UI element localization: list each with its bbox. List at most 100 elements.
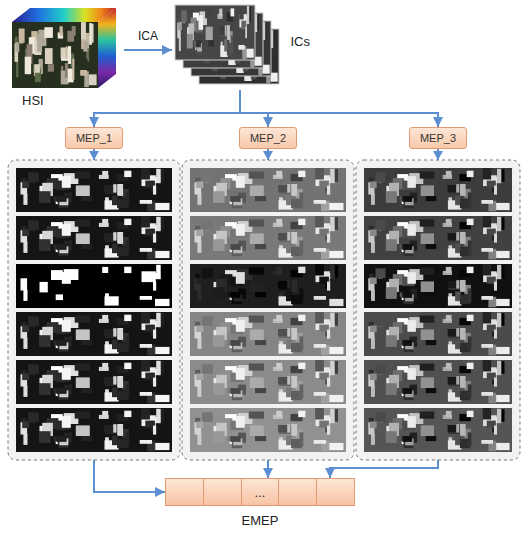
image-feature — [196, 182, 203, 189]
image-feature — [255, 244, 266, 249]
image-feature — [245, 27, 247, 38]
image-feature — [236, 320, 245, 332]
image-ground — [364, 168, 512, 212]
image-feature — [426, 244, 437, 249]
panel-arrowheads — [89, 151, 443, 160]
image-feature — [497, 217, 501, 231]
image-ground — [16, 264, 172, 308]
image-feature — [56, 436, 66, 442]
image-feature — [407, 176, 416, 188]
image-feature — [448, 329, 462, 336]
image-feature — [230, 340, 240, 346]
image-feature — [230, 292, 240, 298]
image-feature — [278, 185, 293, 192]
image-feature — [456, 424, 459, 432]
cube-top — [12, 8, 116, 22]
vector-cell — [316, 479, 354, 505]
image-feature — [153, 282, 156, 291]
image-feature — [156, 361, 161, 375]
image-feature — [483, 168, 491, 179]
image-feature — [213, 335, 225, 347]
image-feature — [153, 426, 156, 435]
vector-cell — [166, 479, 203, 505]
box-label: MEP_3 — [420, 132, 456, 144]
image-feature — [39, 383, 51, 395]
image-feature — [28, 172, 39, 182]
box-label: MEP_1 — [76, 132, 112, 144]
image-feature — [327, 330, 330, 339]
image-ground — [175, 5, 255, 60]
image-feature — [456, 232, 459, 240]
image-feature — [402, 436, 412, 442]
image-feature — [483, 216, 491, 227]
image-feature — [202, 316, 213, 326]
image-feature — [460, 280, 466, 292]
image-ground — [364, 216, 512, 260]
image-feature — [481, 392, 493, 396]
image-feature — [230, 388, 240, 394]
image-feature — [314, 440, 326, 444]
image-feature — [494, 282, 497, 291]
image-feature — [497, 361, 501, 375]
image-feature — [102, 219, 108, 225]
image-feature — [104, 377, 119, 384]
image-feature — [117, 376, 123, 388]
connector-arrow — [94, 149, 165, 492]
image-feature — [460, 376, 466, 388]
image-feature — [446, 267, 452, 273]
image-feature — [104, 185, 119, 192]
image-feature — [153, 186, 156, 195]
image-feature — [496, 299, 510, 306]
image-feature — [155, 299, 170, 306]
image-feature — [155, 395, 170, 402]
image-feature — [287, 328, 290, 336]
image-feature — [22, 182, 29, 189]
image-feature — [246, 49, 253, 58]
image-feature — [81, 340, 92, 345]
image-feature — [197, 290, 201, 301]
image-feature — [315, 216, 324, 227]
image-feature — [494, 330, 497, 339]
image-feature — [298, 267, 305, 273]
connector-arrow — [124, 49, 172, 51]
image-feature — [140, 344, 152, 348]
image-feature — [315, 168, 324, 179]
image-feature — [72, 26, 76, 36]
image-feature — [255, 388, 266, 393]
image-feature — [124, 315, 131, 321]
image-frame — [175, 5, 255, 60]
image-feature — [426, 436, 437, 441]
image-feature — [72, 59, 74, 80]
image-feature — [142, 271, 156, 282]
image-feature — [376, 172, 386, 182]
image-ground — [364, 264, 512, 308]
image-feature — [276, 411, 282, 417]
image-feature — [402, 196, 412, 202]
image-feature — [213, 383, 225, 395]
image-feature — [81, 22, 86, 39]
image-feature — [291, 184, 297, 196]
image-feature — [407, 368, 416, 380]
image-feature — [255, 436, 266, 441]
image-feature — [75, 172, 90, 179]
image-feature — [247, 6, 249, 24]
image-feature — [370, 278, 377, 285]
image-feature — [446, 219, 452, 225]
image-feature — [420, 220, 435, 227]
image-feature — [75, 316, 90, 323]
image-feature — [255, 340, 266, 345]
box-label: MEP_2 — [250, 132, 286, 144]
image-feature — [141, 408, 150, 419]
image-feature — [327, 282, 330, 291]
image-ground — [16, 312, 172, 356]
image-feature — [187, 34, 193, 49]
image-feature — [376, 220, 386, 230]
image-ground — [16, 216, 172, 260]
image-feature — [287, 184, 290, 192]
image-feature — [278, 233, 293, 240]
image-feature — [426, 340, 437, 345]
image-feature — [56, 244, 66, 250]
image-feature — [28, 316, 39, 326]
image-node: HSI — [8, 2, 124, 110]
